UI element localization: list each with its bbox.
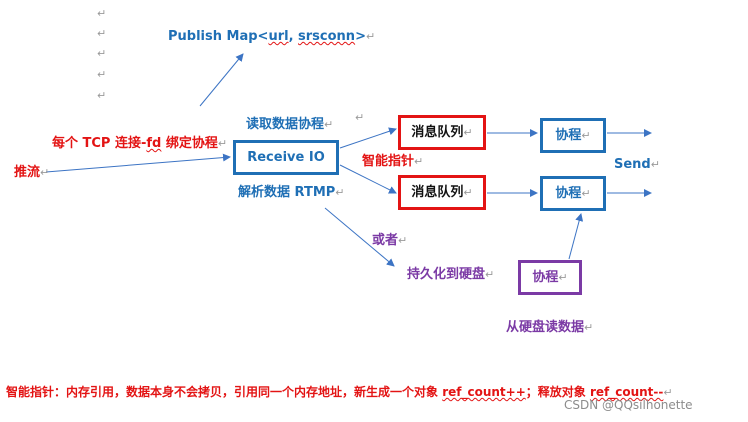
- arrow-push-stream-to-receive: [45, 153, 231, 173]
- paragraph-mark: ↵: [97, 27, 107, 40]
- arrow-co3-to-co2: [568, 213, 584, 260]
- publish-map-label: Publish Map<url, srsconn>↵: [168, 29, 376, 44]
- coroutine-box-1: 协程↵: [540, 118, 606, 153]
- read-from-disk-label: 从硬盘读数据↵: [506, 320, 594, 335]
- bind-coroutine-label: 每个 TCP 连接-fd 绑定协程↵: [52, 136, 228, 151]
- coroutine-box-2: 协程↵: [540, 176, 606, 211]
- push-stream-label: 推流↵: [14, 165, 50, 180]
- coroutine-1-label: 协程↵: [555, 127, 591, 143]
- parse-rtmp-label: 解析数据 RTMP↵: [238, 185, 345, 200]
- message-queue-1: 消息队列↵: [398, 115, 486, 150]
- csdn-watermark: CSDN @QQsilhonette: [564, 398, 693, 412]
- coroutine-2-label: 协程↵: [555, 185, 591, 201]
- paragraph-mark: ↵: [97, 68, 107, 81]
- paragraph-mark: ↵: [97, 89, 107, 102]
- arrow-receive-to-queue2: [339, 164, 397, 194]
- smart-pointer-label: 智能指针↵: [362, 154, 424, 169]
- arrow-receive-to-queue1: [339, 127, 397, 149]
- paragraph-mark: ↵: [355, 111, 365, 124]
- or-label: 或者↵: [372, 233, 408, 248]
- coroutine-box-3: 协程↵: [518, 260, 582, 295]
- message-queue-2: 消息队列↵: [398, 175, 486, 210]
- paragraph-mark: ↵: [97, 47, 107, 60]
- persist-to-disk-label: 持久化到硬盘↵: [407, 267, 495, 282]
- paragraph-mark: ↵: [97, 7, 107, 20]
- message-queue-2-label: 消息队列↵: [411, 184, 473, 200]
- message-queue-1-label: 消息队列↵: [411, 124, 473, 140]
- arrow-to-publish-map: [199, 53, 244, 107]
- coroutine-3-label: 协程↵: [532, 269, 568, 285]
- receive-io-box: Receive IO: [233, 140, 339, 175]
- arrow-to-persist: [324, 207, 395, 267]
- read-coroutine-label: 读取数据协程↵: [246, 117, 334, 132]
- smart-pointer-note: 智能指针：内存引用，数据本身不会拷贝，引用同一个内存地址，新生成一个对象 ref…: [6, 385, 673, 399]
- receive-io-label: Receive IO: [247, 149, 325, 165]
- send-label: Send↵: [614, 157, 660, 172]
